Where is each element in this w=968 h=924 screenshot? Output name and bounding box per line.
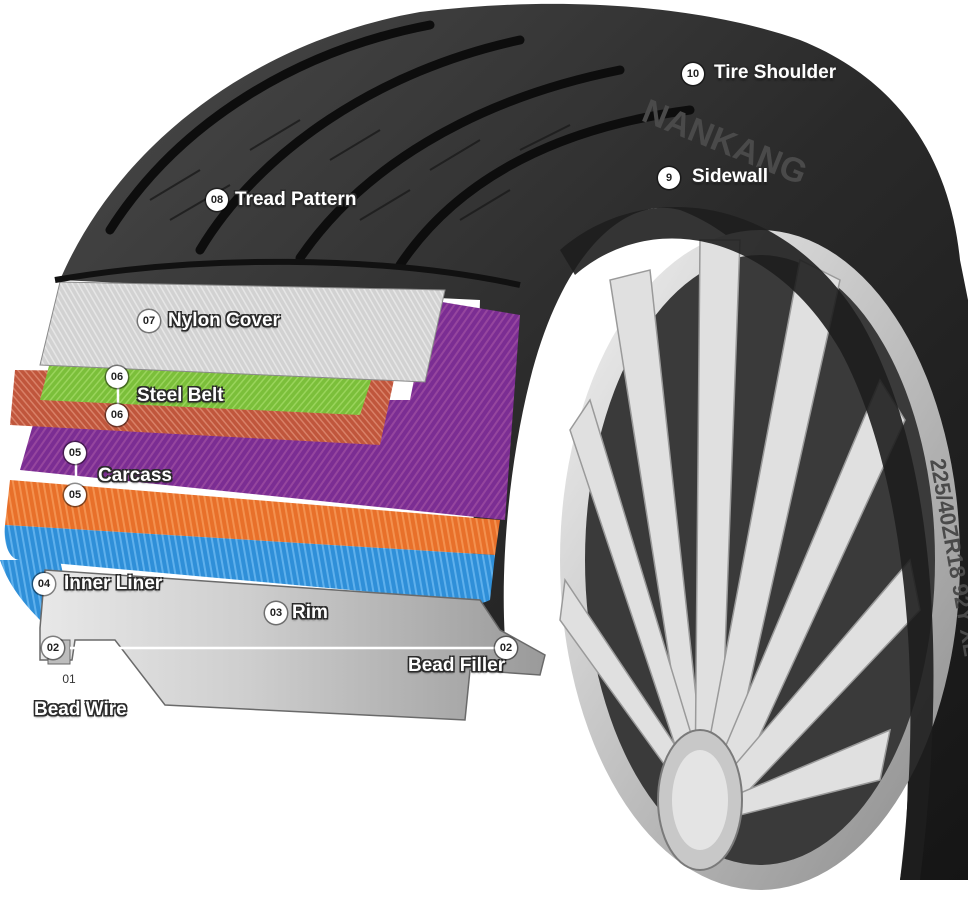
label-bead-wire: Bead Wire [34,699,127,720]
inner-liner-layer [4,525,496,604]
marker-rim: 03 [265,602,287,624]
label-steel-belt: Steel Belt [137,385,224,406]
label-bead-filler: Bead Filler [408,655,506,676]
marker-tread-pattern: 08 [206,189,228,211]
marker-carcass-bottom: 05 [64,484,86,506]
marker-bead-filler-right: 02 [495,637,517,659]
marker-nylon-cover: 07 [138,310,160,332]
carcass-lower-layer [5,480,500,555]
tread-sipes [149,119,571,221]
marker-bead-filler-left: 02 [42,637,64,659]
label-tire-shoulder: Tire Shoulder [714,62,837,83]
nylon-cover-layer [39,281,446,383]
marker-inner-liner: 04 [33,573,55,595]
tread-grooves [105,20,695,270]
label-rim: Rim [292,602,328,623]
label-carcass: Carcass [98,465,172,486]
label-tread-pattern: Tread Pattern [235,189,357,210]
label-inner-liner: Inner Liner [64,573,163,594]
rim-section [39,569,546,721]
marker-carcass-top: 05 [64,442,86,464]
label-nylon-cover: Nylon Cover [168,310,280,331]
marker-steel-belt-top: 06 [106,366,128,388]
marker-tire-shoulder: 10 [682,63,704,85]
marker-steel-belt-bottom: 06 [106,404,128,426]
label-sidewall: Sidewall [692,166,769,187]
marker-bead-wire: 01 [62,672,76,686]
marker-sidewall: 9 [658,167,680,189]
wheel-spokes [559,239,921,821]
